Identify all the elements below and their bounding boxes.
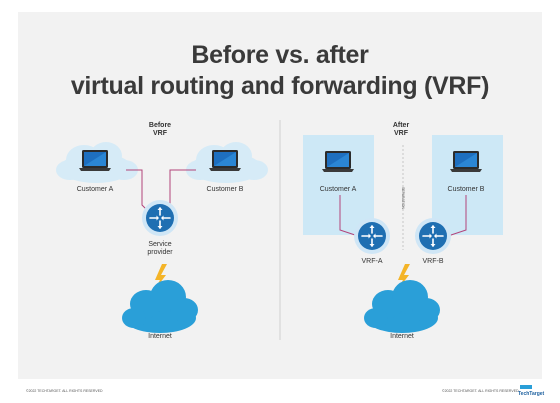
vrf-b-router-icon: [414, 217, 452, 255]
customer-a-label: Customer A: [76, 186, 114, 193]
vrf-b-label: VRF-B: [422, 258, 444, 265]
after-heading-line-2: VRF: [394, 130, 408, 137]
vrf-a-router-icon: [353, 217, 391, 255]
laptop-icon-after-customer-b: [450, 151, 482, 172]
lightning-bolt-icon-after: [396, 264, 410, 292]
vrf-zone-customer-b: [432, 135, 503, 235]
service-provider-label: Service provider: [135, 241, 185, 257]
separation-label: SEPARATION: [401, 186, 405, 210]
link-customer-b-vrf-b: [447, 195, 467, 237]
title-line-1: Before vs. after: [191, 41, 369, 69]
link-customer-a-vrf-a: [339, 195, 359, 237]
internet-cloud-after: [364, 280, 440, 333]
service-provider-label-line-2: provider: [147, 249, 173, 256]
title-line-2: virtual routing and forwarding (VRF): [70, 72, 490, 100]
vrf-zone-customer-a: [303, 135, 374, 235]
internet-label-after: Internet: [390, 333, 414, 340]
techtarget-logo-icon: [520, 385, 532, 389]
before-heading: Before VRF: [140, 122, 180, 138]
after-heading: After VRF: [381, 122, 421, 138]
vrf-a-label: VRF-A: [361, 258, 383, 265]
after-customer-a-label: Customer A: [319, 186, 357, 193]
before-heading-line-1: Before: [148, 122, 172, 129]
laptop-icon-after-customer-a: [322, 151, 354, 172]
service-provider-label-line-1: Service: [148, 241, 172, 248]
lightning-bolt-icon-before: [153, 264, 167, 292]
internet-cloud-before: [122, 280, 198, 333]
internet-label-before: Internet: [148, 333, 172, 340]
after-customer-b-label: Customer B: [447, 186, 485, 193]
laptop-icon-customer-b: [209, 150, 241, 171]
techtarget-logo-text: TechTarget: [518, 391, 545, 397]
footer-copyright-right: ©2022 TECHTARGET. ALL RIGHTS RESERVED: [442, 389, 519, 393]
customer-b-label: Customer B: [206, 186, 244, 193]
service-provider-router-icon: [141, 199, 179, 237]
laptop-icon-customer-a: [79, 150, 111, 171]
before-heading-line-2: VRF: [153, 130, 167, 137]
footer-copyright-left: ©2022 TECHTARGET. ALL RIGHTS RESERVED: [26, 389, 103, 393]
after-heading-line-1: After: [392, 122, 410, 129]
